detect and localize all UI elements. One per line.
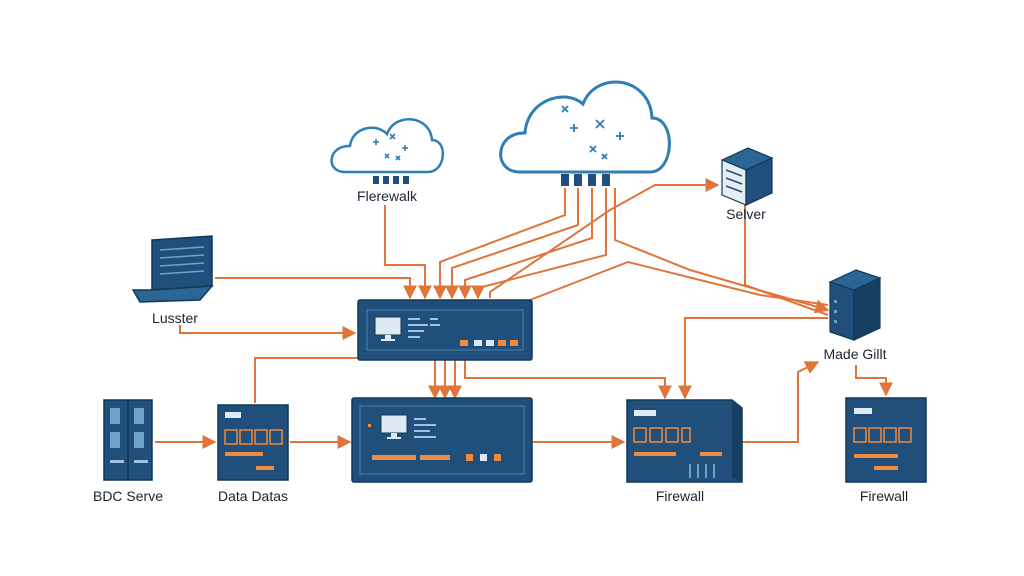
link-cloud-left-switch (384, 205, 432, 300)
switch-panel (366, 309, 524, 351)
cloud-ports (373, 176, 409, 184)
switch-bottom[interactable] (351, 397, 533, 483)
firewall-display (633, 427, 691, 443)
link-switch-tower (529, 260, 829, 306)
switch-icon (351, 397, 533, 483)
firewall-label-plate (634, 410, 656, 416)
link-firewall-tower (742, 361, 820, 443)
link-cloud-right-switch-1 (433, 188, 566, 300)
cloud-left-label: Flerewalk (357, 188, 417, 204)
rack-label: BDC Serve (92, 488, 164, 504)
firewall-right-label: Firewall (859, 488, 909, 504)
monitor-icon (380, 414, 408, 439)
server-tower-label: Made Gillt (823, 346, 887, 362)
link-laptop-switch (215, 277, 417, 300)
firewall-right[interactable] (845, 397, 927, 483)
link-switch-server (489, 178, 720, 298)
firewall-side (732, 400, 742, 482)
link-cloud-right-switch-2 (445, 188, 579, 300)
laptop[interactable] (131, 235, 214, 303)
link-cloud-right-tower (614, 188, 830, 314)
firewall-mid-label: Firewall (655, 488, 705, 504)
server-top[interactable] (720, 147, 774, 206)
firewall-bars (634, 452, 722, 456)
cloud-icon (499, 80, 671, 174)
switch-text-lines (414, 418, 436, 438)
rack-handles (110, 460, 148, 463)
tower-front (829, 281, 855, 341)
data-unit-label: Data Datas (217, 488, 289, 504)
data-unit[interactable] (217, 404, 289, 481)
storage-bars (225, 452, 274, 470)
server-top-label: Selver (726, 206, 766, 222)
laptop-screen-lines (159, 246, 205, 275)
tower-side (853, 277, 881, 341)
switch-panel (359, 405, 525, 475)
link-data-switch (254, 357, 411, 403)
switch-top[interactable] (357, 299, 533, 361)
firewall-display (853, 427, 912, 443)
cloud-sparkle-icon (561, 105, 624, 160)
switch-text-lines (408, 318, 440, 338)
cloud-ports (561, 174, 610, 186)
rack-panels (110, 408, 144, 448)
storage-display (224, 429, 283, 445)
firewall-vents (689, 464, 715, 478)
connections (155, 178, 893, 449)
link-tower-firewall-mid (678, 317, 828, 400)
firewall-label-plate (854, 408, 872, 414)
tower-leds (834, 300, 837, 323)
monitor-icon (374, 316, 402, 341)
cloud-sparkle-icon (373, 133, 408, 161)
switch-ports (368, 424, 501, 461)
laptop-keyboard (131, 285, 214, 303)
link-tower-firewall-right (855, 365, 893, 397)
link-switch-firewall-mid (464, 360, 672, 400)
server-tower[interactable] (828, 269, 882, 341)
cloud-right[interactable] (499, 80, 671, 186)
server-slots (725, 169, 743, 193)
laptop-label: Lusster (152, 310, 198, 326)
link-cloud-right-switch-4 (471, 188, 607, 300)
link-cloud-right-switch-3 (458, 188, 593, 300)
cloud-icon (330, 118, 445, 174)
cloud-left[interactable] (330, 118, 445, 184)
firewall-bars (854, 454, 898, 470)
rack[interactable] (103, 399, 153, 481)
firewall-mid[interactable] (626, 399, 743, 483)
storage-label-plate (225, 412, 241, 418)
link-laptop-switch-side (179, 325, 357, 340)
server-side (745, 157, 773, 206)
switch-ports (460, 340, 518, 346)
